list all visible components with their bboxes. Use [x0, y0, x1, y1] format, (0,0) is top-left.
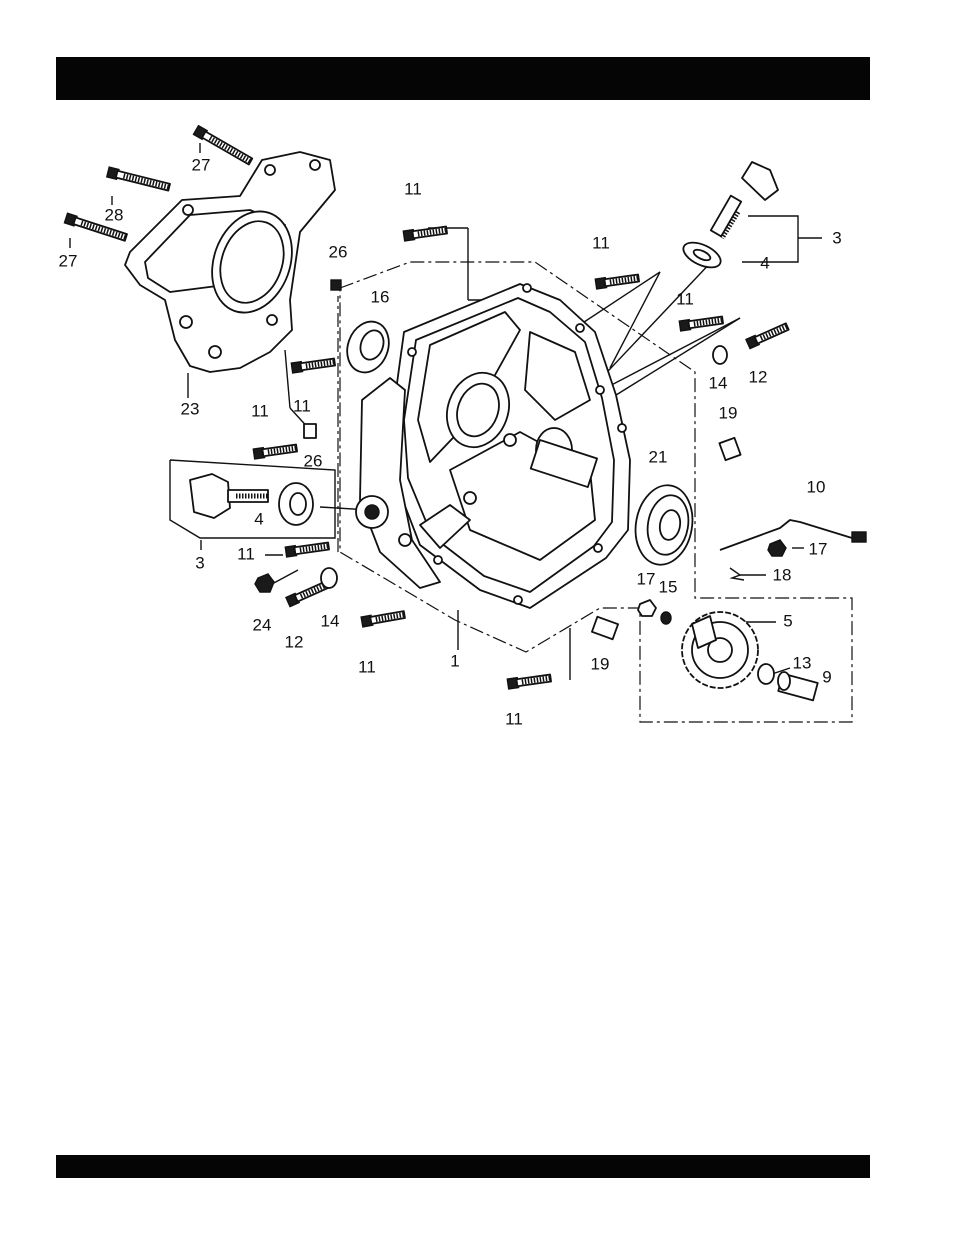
governor-gear-5 — [682, 612, 758, 688]
callout-18: 18 — [773, 565, 792, 584]
callout-17-right: 17 — [809, 539, 828, 558]
nut-24 — [255, 574, 274, 592]
callout-15: 15 — [659, 577, 678, 596]
dowel-26-a — [331, 280, 341, 290]
clip-15 — [661, 612, 671, 624]
callout-12-top: 12 — [749, 367, 768, 386]
callout-11-f: 11 — [237, 544, 255, 563]
callout-13: 13 — [793, 653, 812, 672]
pin-18 — [730, 568, 744, 580]
callout-10: 10 — [807, 477, 826, 496]
bolt-11-e — [253, 443, 297, 459]
oil-dipstick-3-top — [711, 162, 778, 238]
callout-11-b: 11 — [592, 233, 610, 252]
callout-11-h: 11 — [505, 709, 523, 728]
callout-28: 28 — [105, 205, 124, 224]
bolt-11-d — [291, 357, 335, 373]
bolt-28 — [107, 167, 171, 192]
bolt-11-c — [679, 315, 723, 331]
callout-17-bottom: 17 — [637, 569, 656, 588]
oil-seal-16 — [340, 316, 395, 379]
callout-19-top: 19 — [719, 403, 738, 422]
washer-13 — [758, 664, 774, 684]
callout-11-a: 11 — [404, 179, 422, 198]
dowel-26-b — [304, 424, 316, 438]
crankcase-cover-part-1 — [356, 284, 630, 608]
bolt-11-h — [507, 673, 551, 689]
callout-23: 23 — [181, 399, 200, 418]
callout-14-top: 14 — [709, 373, 728, 392]
footer-bar — [56, 1155, 870, 1178]
callout-21: 21 — [649, 447, 668, 466]
washer-4-top — [680, 237, 725, 272]
callout-24: 24 — [253, 615, 272, 634]
washer-14-a — [713, 346, 727, 364]
dowel-19-a — [719, 438, 740, 460]
callout-14-bottom: 14 — [321, 611, 340, 630]
bolt-11-f — [285, 541, 329, 557]
dowel-19-b — [592, 617, 618, 640]
callout-9: 9 — [822, 667, 831, 686]
bolt-11-a — [403, 225, 447, 241]
callout-4-left: 4 — [254, 509, 263, 528]
callout-26-top: 26 — [329, 242, 348, 261]
callout-11-g: 11 — [358, 657, 376, 676]
callout-5: 5 — [783, 611, 792, 630]
callout-1: 1 — [450, 651, 459, 670]
nut-17-b — [638, 600, 656, 616]
callout-11-c: 11 — [676, 289, 694, 308]
ball-bearing-21 — [629, 481, 698, 570]
callout-11-d: 11 — [293, 396, 311, 415]
callout-12-bottom: 12 — [285, 632, 304, 651]
bolt-12-a — [746, 322, 789, 349]
bolt-11-b — [595, 273, 639, 289]
callout-3-top: 3 — [832, 228, 841, 247]
callout-19-bottom: 19 — [591, 654, 610, 673]
callout-11-e: 11 — [251, 401, 269, 420]
callout-26-bottom: 26 — [304, 451, 323, 470]
seal-4-left — [279, 483, 313, 525]
callout-27-left: 27 — [59, 251, 78, 270]
callout-4-top: 4 — [760, 253, 769, 272]
callout-16: 16 — [371, 287, 390, 306]
washer-14-b — [321, 568, 337, 588]
bolt-11-g — [361, 610, 405, 627]
callout-27-top: 27 — [192, 155, 211, 174]
governor-shaft-9 — [778, 672, 818, 700]
governor-arm-10 — [720, 520, 866, 550]
callout-3-left: 3 — [195, 553, 204, 572]
